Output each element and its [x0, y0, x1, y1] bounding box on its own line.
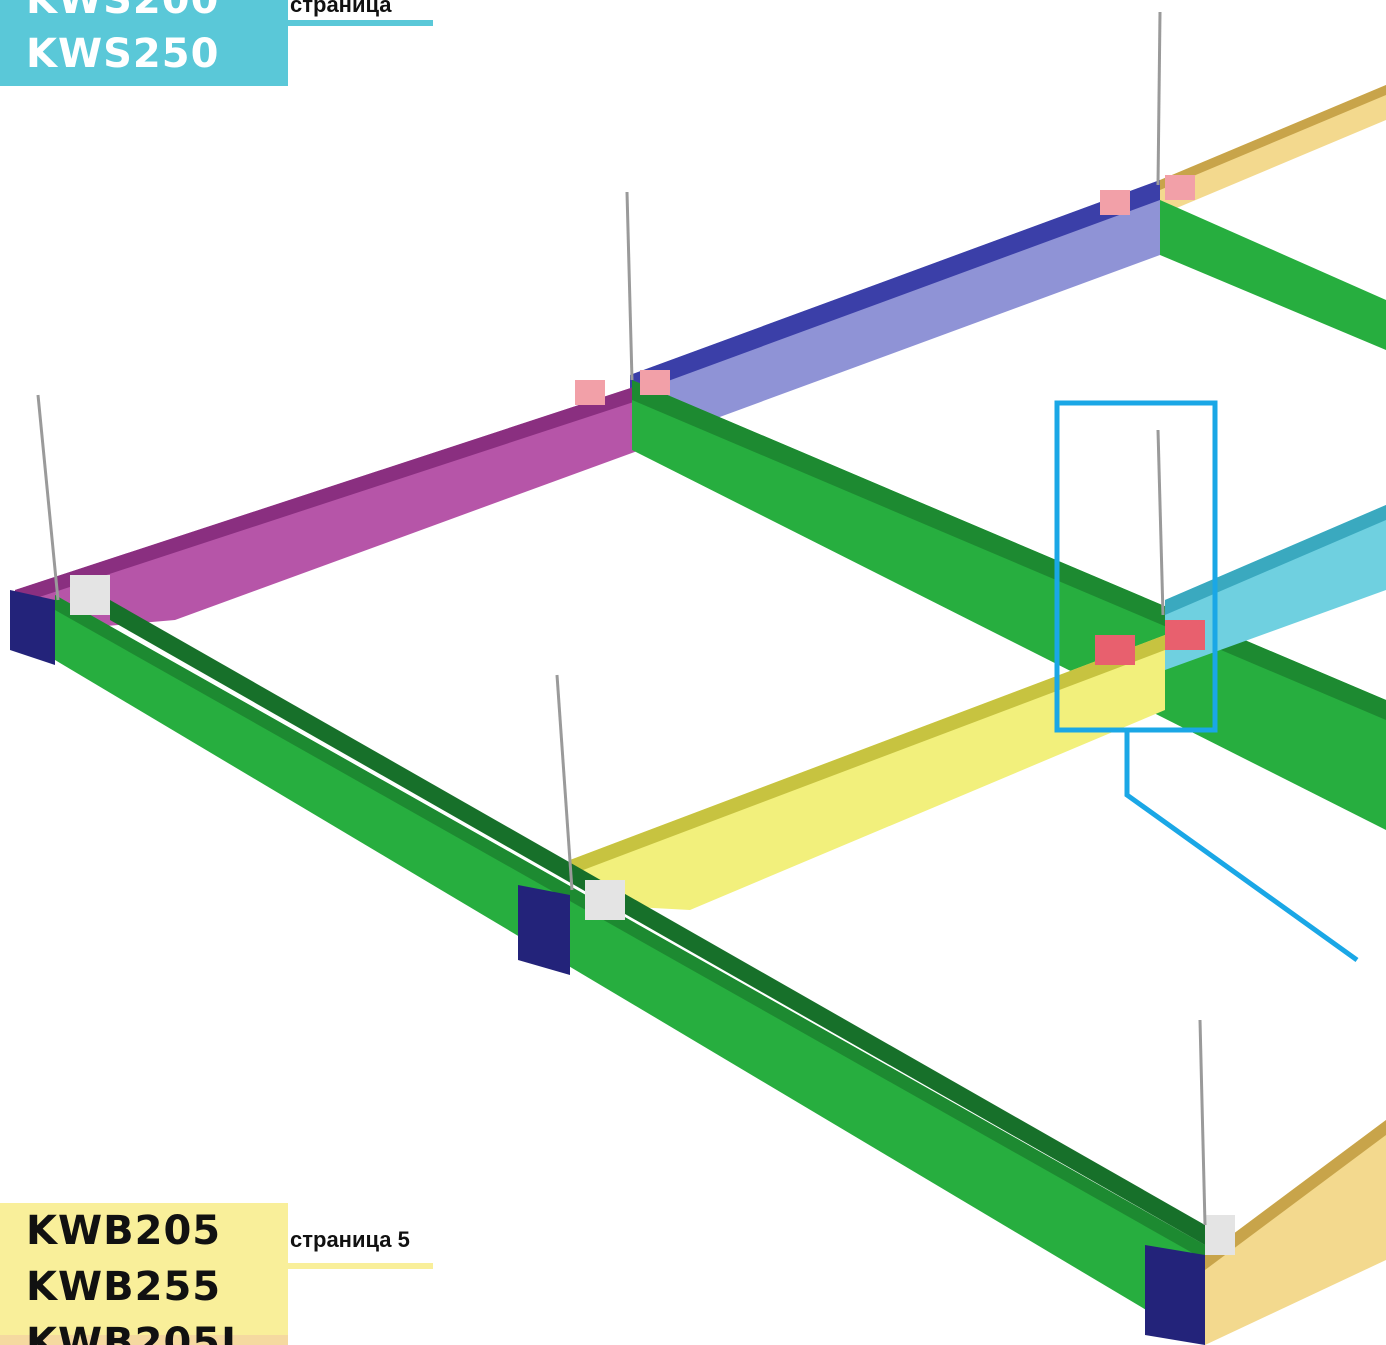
detail-callout [1054, 400, 1359, 963]
bottom-code-3-strip [0, 1335, 288, 1345]
rail-gold-front [1205, 1120, 1386, 1345]
bottom-page-reference: страница 5 [290, 1227, 410, 1252]
bottom-code-1: KWB205 [26, 1208, 222, 1254]
suspension-rods [36, 11, 1207, 1226]
bottom-product-label: KWB205 KWB255 KWB205L [0, 1203, 288, 1345]
connector-brackets [70, 175, 1235, 1255]
top-code-1: KWS200 [26, 0, 220, 23]
top-page-reference: страница [290, 0, 392, 17]
rail-purple [15, 385, 640, 630]
rail-green-right-upper [1160, 200, 1386, 350]
rail-back-gold [1160, 85, 1386, 215]
end-caps [10, 590, 1205, 1345]
top-page-underline [288, 20, 433, 26]
rail-yellow [570, 635, 1165, 910]
rail-cyan [1165, 505, 1386, 670]
top-product-label: KWS200 KWS250 [0, 0, 288, 86]
bottom-code-2: KWB255 [26, 1264, 222, 1310]
bottom-code-3: KWB205L [26, 1320, 248, 1345]
top-code-2: KWS250 [26, 31, 220, 77]
bottom-page-underline [288, 1263, 433, 1269]
rail-green-front [55, 595, 1205, 1345]
rail-back-blue [630, 180, 1160, 450]
